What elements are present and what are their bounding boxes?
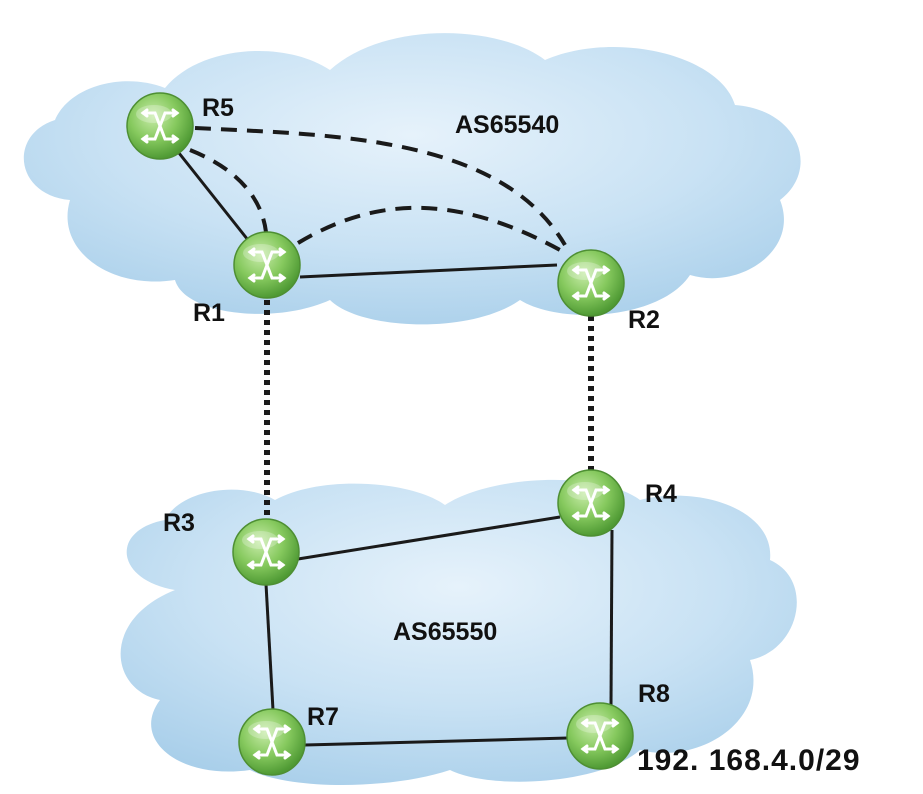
router-r2-icon[interactable] [556, 248, 626, 318]
link-r5-r2-dashed [194, 126, 567, 247]
as-label-bottom: AS65550 [393, 618, 497, 646]
dotted-links [264, 300, 594, 522]
router-label-r2: R2 [628, 306, 660, 334]
router-r1-icon[interactable] [232, 230, 302, 300]
link-r5-r1-dashed [189, 148, 268, 233]
as-label-top: AS65540 [455, 111, 559, 139]
link-r1-r2-dashed [296, 205, 561, 252]
dashed-links [189, 126, 567, 252]
link-r3-r4 [297, 515, 561, 561]
link-r4-r8 [609, 529, 614, 706]
router-r4-icon[interactable] [556, 468, 626, 538]
router-label-r7: R7 [307, 703, 339, 731]
router-r3-icon[interactable] [231, 517, 301, 587]
link-r3-r7 [264, 583, 275, 711]
router-r8-icon[interactable] [565, 701, 635, 771]
router-label-r1: R1 [193, 299, 225, 327]
router-label-r3: R3 [163, 509, 195, 537]
router-label-r5: R5 [202, 94, 234, 122]
cloud-as65540 [23, 33, 801, 325]
router-r5-icon[interactable] [125, 91, 195, 161]
router-label-r8: R8 [638, 680, 670, 708]
link-r7-r8 [304, 736, 569, 747]
link-r1-r2 [299, 263, 558, 279]
router-r7-icon[interactable] [237, 707, 307, 777]
network-label: 192. 168.4.0/29 [637, 744, 861, 777]
solid-links [173, 147, 614, 747]
link-r5-r1 [173, 147, 250, 241]
router-label-r4: R4 [645, 480, 677, 508]
